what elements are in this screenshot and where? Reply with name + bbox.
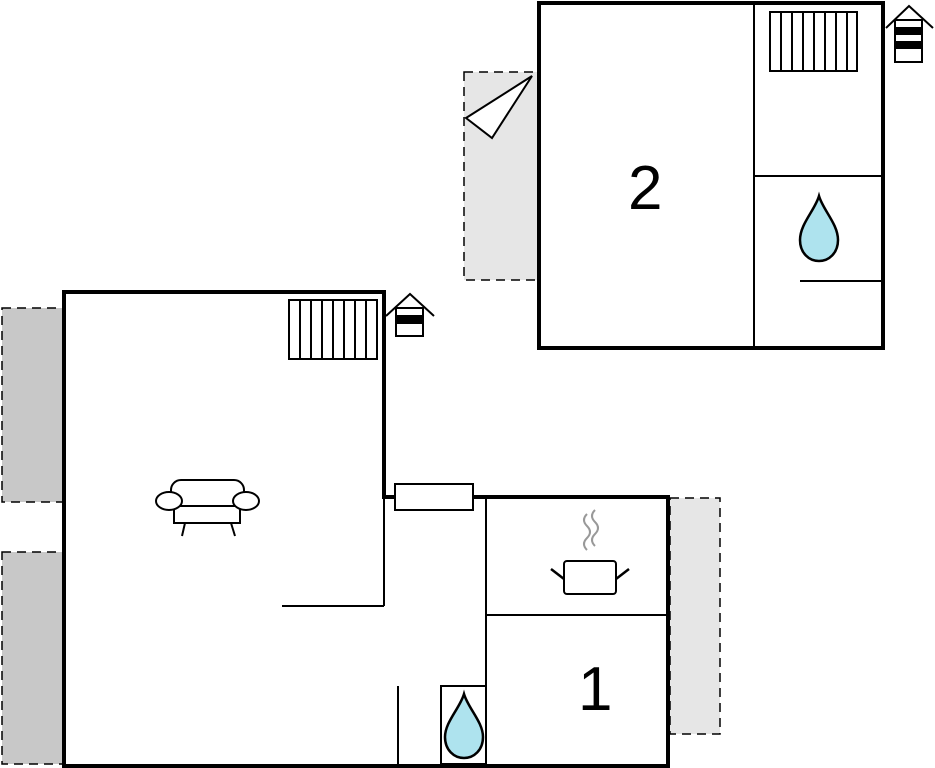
entrance-house-icon [885, 4, 934, 63]
floor-1: 1 [62, 290, 670, 768]
terrace-left-lower [1, 551, 65, 765]
water-drop-icon [798, 191, 840, 263]
water-drop-icon [443, 689, 485, 760]
entrance-house-icon [385, 292, 435, 337]
floor-1-outer-wall [62, 290, 670, 768]
cooking-pot-icon [550, 509, 630, 595]
stairs-icon [769, 11, 858, 72]
floor-2: 2 [464, 1, 934, 350]
sofa-icon [155, 479, 260, 537]
stairs-icon [288, 299, 378, 360]
floor-1-bath-cabin [440, 685, 487, 765]
terrace-right [669, 497, 721, 735]
floor-1-label: 1 [578, 655, 612, 724]
window-icon [394, 483, 474, 511]
floor-2-label: 2 [628, 154, 662, 223]
parasol-icon [464, 75, 533, 140]
terrace-left-upper [1, 307, 65, 503]
